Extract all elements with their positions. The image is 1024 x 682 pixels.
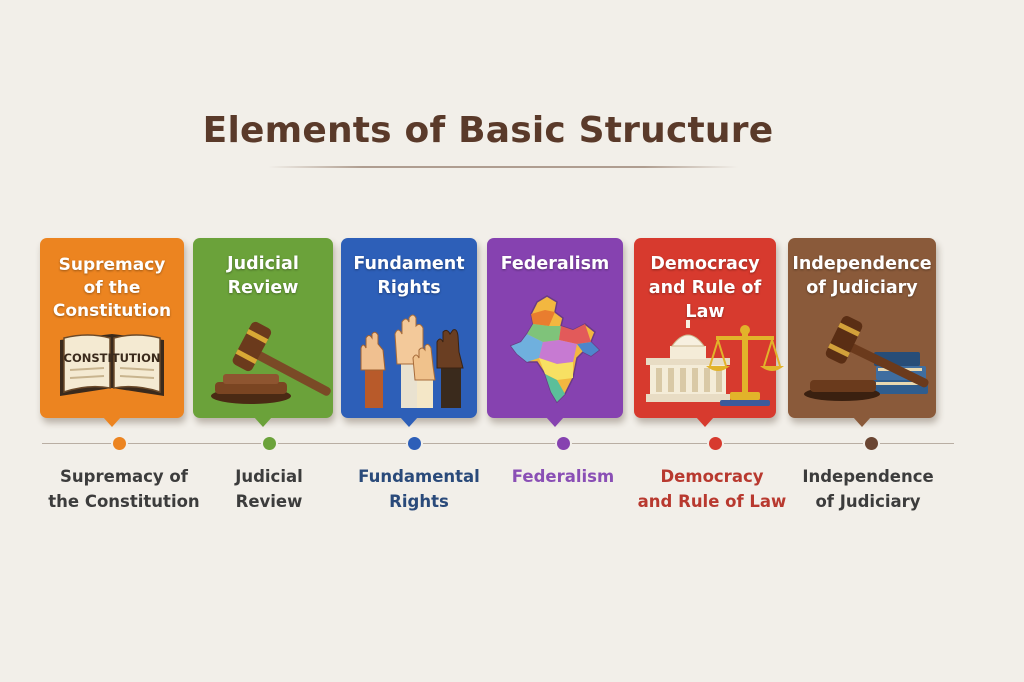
raised-hands-icon (360, 314, 464, 408)
card-label: Independence of Judiciary (792, 254, 932, 298)
timeline-line (42, 443, 954, 444)
timeline-label-federalism: Federalism (511, 467, 615, 486)
card-label: Fundament Rights (353, 254, 465, 298)
card-supremacy-of-the-constitution: Supremacy of the Constitution CONSTITUTI… (40, 238, 184, 427)
gavel-books-icon (804, 316, 929, 401)
timeline-dot (708, 437, 722, 450)
card-democracy-and-rule-of-law: Democracy and Rule of Law (634, 238, 784, 427)
parliament-scales-icon (646, 320, 784, 406)
timeline-dot (556, 437, 570, 450)
timeline-label-fundamental-rights: Fundamental Rights (358, 467, 480, 511)
card-federalism: Federalism (487, 238, 623, 427)
india-map-icon (509, 295, 601, 404)
timeline-dot (864, 437, 878, 450)
card-label: Supremacy of the Constitution (52, 255, 172, 321)
page-title: Elements of Basic Structure (202, 110, 774, 151)
timeline-label-supremacy: Supremacy of the Constitution (48, 467, 200, 511)
card-label: Democracy and Rule of Law (648, 254, 762, 322)
card-judicial-review: Judicial Review (193, 238, 333, 427)
timeline-label-democracy: Democracy and Rule of Law (637, 467, 787, 511)
timeline-label-judicial-review: Judicial Review (235, 467, 303, 511)
card-label: Judicial Review (227, 254, 299, 298)
timeline-dot (112, 437, 126, 450)
timeline-dot (407, 437, 421, 450)
timeline-dot (262, 437, 276, 450)
gavel-icon (211, 321, 331, 404)
constitution-book-icon: CONSTITUTION (60, 334, 164, 396)
title-divider (268, 166, 738, 168)
book-label: CONSTITUTION (64, 351, 161, 365)
timeline-label-independence: Independence of Judiciary (802, 467, 934, 511)
card-fundament-rights: Fundament Rights (341, 238, 477, 427)
card-independence-of-judiciary: Independence of Judiciary (788, 238, 936, 427)
card-label: Federalism (500, 254, 610, 274)
